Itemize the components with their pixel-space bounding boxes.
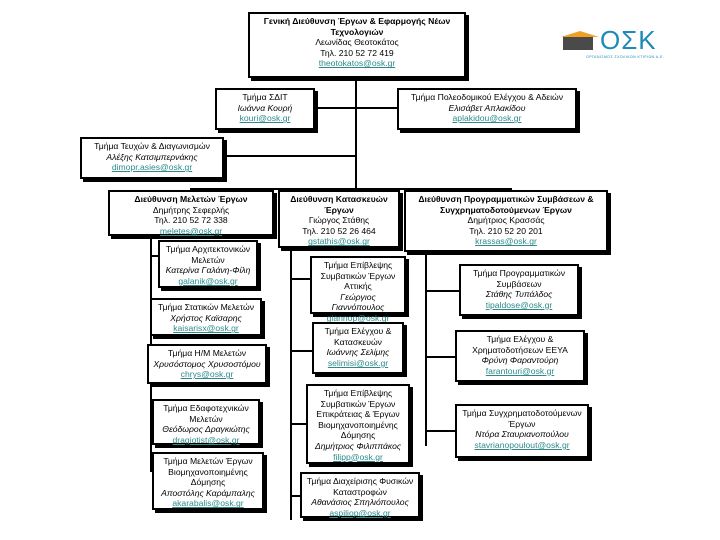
box-email[interactable]: meletes@osk.gr bbox=[159, 225, 223, 236]
dept-epivlepsis-eparxias: Τμήμα Επίβλεψης Συμβατικών Έργων Επικράτ… bbox=[306, 384, 410, 464]
box-email[interactable]: giannop@osk.gr bbox=[326, 312, 390, 323]
general-directorate-box: Γενική Διεύθυνση Έργων & Εφαρμογής Νέων … bbox=[248, 12, 466, 78]
box-name: Γιώργος Στάθης bbox=[308, 215, 370, 226]
box-email[interactable]: theotokatos@osk.gr bbox=[318, 58, 396, 69]
dept-eeya: Τμήμα Ελέγχου & Χρηματοδοτήσεων ΕΕΥΑ Φρύ… bbox=[455, 330, 585, 382]
box-name: Χρήστος Καϊσαρης bbox=[170, 312, 242, 323]
box-title: Τμήμα Μελετών Έργων Βιομηχανοποιημένης Δ… bbox=[163, 456, 253, 488]
box-name: Στάθης Τυπάλδος bbox=[485, 289, 553, 300]
box-email[interactable]: krassas@osk.gr bbox=[475, 236, 537, 247]
box-name: Αλέξης Κατσιμπερνάκης bbox=[106, 151, 198, 162]
box-title: Διεύθυνση Μελετών Έργων bbox=[134, 194, 248, 204]
dept-programmatikwn-symv: Τμήμα Προγραμματικών Συμβάσεων Στάθης Τυ… bbox=[459, 264, 579, 316]
box-email[interactable]: aplakidou@osk.gr bbox=[452, 113, 522, 124]
box-title: Τμήμα Προγραμματικών Συμβάσεων bbox=[472, 268, 566, 289]
box-title: Τμήμα Αρχιτεκτονικών Μελετών bbox=[165, 244, 251, 265]
dept-epivlepsis-attikis: Τμήμα Επίβλεψης Συμβατικών Έργων Αττικής… bbox=[310, 256, 406, 323]
box-title: Τμήμα Η/Μ Μελετών bbox=[167, 348, 247, 358]
box-name: Κατερίνα Γαλάνη-Φίλη bbox=[165, 265, 251, 276]
box-email[interactable]: chrys@osk.gr bbox=[180, 369, 234, 380]
box-email[interactable]: filipp@osk.gr bbox=[333, 451, 383, 462]
dept-viomixanopoiimenis: Τμήμα Μελετών Έργων Βιομηχανοποιημένης Δ… bbox=[152, 452, 264, 510]
box-title: Τμήμα Επίβλεψης Συμβατικών Έργων Επικράτ… bbox=[316, 388, 400, 441]
dept-elegxou-kataskeuwn: Τμήμα Ελέγχου & Κατασκευών Ιωάννης Σελίμ… bbox=[312, 322, 404, 374]
dept-hm: Τμήμα Η/Μ Μελετών Χρυσόστομος Χρυσοστόμο… bbox=[147, 344, 267, 384]
box-title: Τμήμα ΣΔΙΤ bbox=[242, 92, 288, 102]
box-title: Τμήμα Επίβλεψης Συμβατικών Έργων Αττικής bbox=[320, 260, 396, 292]
box-email[interactable]: tipaldose@osk.gr bbox=[485, 299, 553, 310]
dept-teuxwn: Τμήμα Τευχών & Διαγωνισμών Αλέξης Κατσιμ… bbox=[80, 137, 224, 179]
dept-arxitektonikwn: Τμήμα Αρχιτεκτονικών Μελετών Κατερίνα Γα… bbox=[158, 240, 258, 288]
box-email[interactable]: gstathis@osk.gr bbox=[308, 236, 370, 247]
box-email[interactable]: dragiotist@osk.gr bbox=[172, 434, 240, 445]
box-title: Τμήμα Τευχών & Διαγωνισμών bbox=[94, 141, 210, 151]
box-title: Διεύθυνση Προγραμματικών Συμβάσεων & Συγ… bbox=[418, 194, 594, 215]
box-name: Ιωάννης Σελίμης bbox=[326, 347, 390, 358]
box-title: Τμήμα Πολεοδομικού Ελέγχου & Αδειών bbox=[410, 92, 564, 102]
box-name: Φρύνη Φαραντούρη bbox=[481, 355, 559, 366]
box-email[interactable]: galanik@osk.gr bbox=[178, 275, 238, 286]
box-name: Δημήτρης Σεφερλής bbox=[152, 204, 230, 215]
box-name: Γεώργιος Γιαννόπουλος bbox=[331, 291, 385, 313]
box-title: Γενική Διεύθυνση Έργων & Εφαρμογής Νέων … bbox=[263, 16, 451, 37]
box-name: Δημήτριος Φιλιππάκος bbox=[314, 440, 402, 451]
dept-sygxrimatodotoumenwn: Τμήμα Συγχρηματοδοτούμενων Έργων Ντόρα Σ… bbox=[455, 404, 589, 458]
box-title: Τμήμα Διαχείρισης Φυσικών Καταστροφών bbox=[306, 476, 414, 497]
roof-icon bbox=[561, 31, 599, 50]
logo-subtitle: ΟΡΓΑΝΙΣΜΟΣ ΣΧΟΛΙΚΩΝ ΚΤΙΡΙΩΝ Α.Ε. bbox=[586, 55, 665, 59]
box-email[interactable]: farantouri@osk.gr bbox=[485, 365, 555, 376]
box-title: Διεύθυνση Κατασκευών Έργων bbox=[290, 194, 388, 215]
box-name: Θεόδωρος Δραγκιώτης bbox=[162, 424, 250, 435]
box-name: Αποστόλης Καράμπαλης bbox=[161, 487, 255, 498]
box-name: Αθανάσιος Σπηλιόπουλος bbox=[311, 497, 409, 508]
dept-fysikwn: Τμήμα Διαχείρισης Φυσικών Καταστροφών Αθ… bbox=[300, 472, 420, 518]
box-title: Τμήμα Στατικών Μελετών bbox=[157, 302, 255, 312]
box-phone: Τηλ. 210 52 26 464 bbox=[302, 225, 376, 236]
box-email[interactable]: aspiliop@osk.gr bbox=[329, 507, 391, 518]
dept-sdit: Τμήμα ΣΔΙΤ Ιωάννα Κουρή kouri@osk.gr bbox=[215, 88, 315, 130]
box-title: Τμήμα Εδαφοτεχνικών Μελετών bbox=[163, 403, 249, 424]
box-email[interactable]: kaisarisx@osk.gr bbox=[173, 323, 239, 334]
box-email[interactable]: akarabalis@osk.gr bbox=[172, 498, 244, 509]
box-title: Τμήμα Ελέγχου & Χρηματοδοτήσεων ΕΕΥΑ bbox=[472, 334, 568, 355]
directorate-programmatikwn: Διεύθυνση Προγραμματικών Συμβάσεων & Συγ… bbox=[404, 190, 608, 252]
box-phone: Τηλ. 210 52 20 201 bbox=[469, 225, 543, 236]
osk-logo: ΟΣΚ ΟΡΓΑΝΙΣΜΟΣ ΣΧΟΛΙΚΩΝ ΚΤΙΡΙΩΝ Α.Ε. bbox=[560, 25, 678, 62]
directorate-meletwn: Διεύθυνση Μελετών Έργων Δημήτρης Σεφερλή… bbox=[108, 190, 274, 236]
box-email[interactable]: kouri@osk.gr bbox=[239, 113, 291, 124]
directorate-kataskeuwn: Διεύθυνση Κατασκευών Έργων Γιώργος Στάθη… bbox=[278, 190, 400, 248]
dept-statikwn: Τμήμα Στατικών Μελετών Χρήστος Καϊσαρης … bbox=[150, 298, 262, 336]
logo-text: ΟΣΚ bbox=[600, 25, 657, 55]
dept-poleodomikou: Τμήμα Πολεοδομικού Ελέγχου & Αδειών Ελισ… bbox=[397, 88, 577, 130]
box-name: Δημήτριος Κρασσάς bbox=[467, 215, 545, 226]
box-email[interactable]: selimisi@osk.gr bbox=[327, 357, 389, 368]
box-email[interactable]: dimopr.asies@osk.gr bbox=[111, 162, 193, 173]
box-name: Ελισάβετ Απλακίδου bbox=[448, 102, 526, 113]
box-name: Ιωάννα Κουρή bbox=[237, 102, 293, 113]
dept-edafotexnikwn: Τμήμα Εδαφοτεχνικών Μελετών Θεόδωρος Δρα… bbox=[152, 399, 260, 445]
box-email[interactable]: stavrianopoulout@osk.gr bbox=[474, 439, 570, 450]
box-phone: Τηλ. 210 52 72 338 bbox=[154, 215, 228, 226]
box-name: Ντόρα Σταυριανοπούλου bbox=[475, 429, 569, 440]
box-title: Τμήμα Ελέγχου & Κατασκευών bbox=[324, 326, 392, 347]
box-phone: Τηλ. 210 52 72 419 bbox=[320, 47, 394, 58]
box-name: Λεωνίδας Θεοτοκάτος bbox=[315, 37, 399, 48]
box-name: Χρυσόστομος Χρυσοστόμου bbox=[153, 358, 261, 369]
box-title: Τμήμα Συγχρηματοδοτούμενων Έργων bbox=[462, 408, 582, 429]
